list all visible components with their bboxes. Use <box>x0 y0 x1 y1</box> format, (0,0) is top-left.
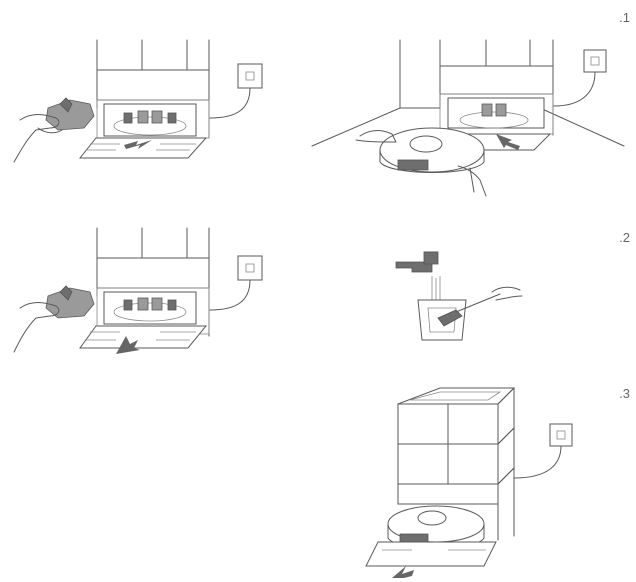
illustration-remove-tray <box>14 40 262 162</box>
illustration-remove-robot <box>312 40 624 196</box>
illustration-wash-tray <box>396 252 522 340</box>
illustration-install-tray <box>14 228 262 354</box>
illustration-install-robot <box>366 388 572 578</box>
